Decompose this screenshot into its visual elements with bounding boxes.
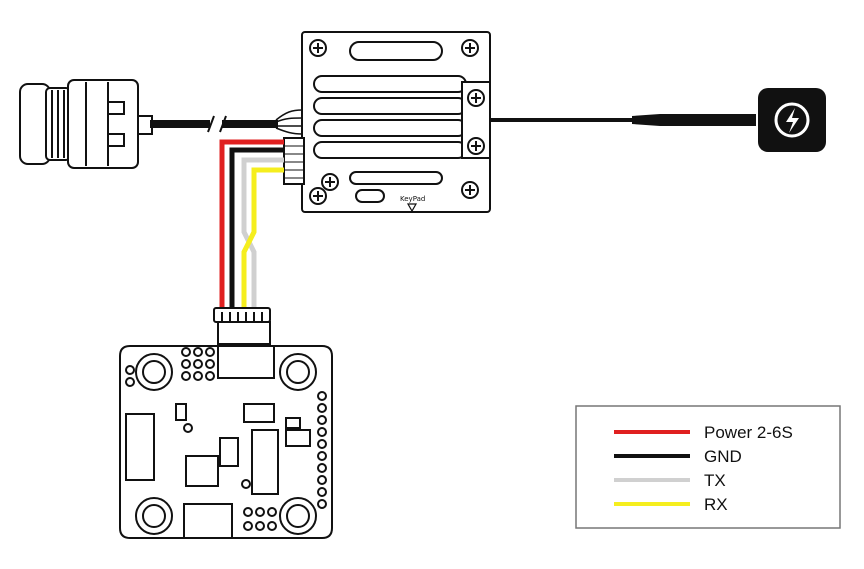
screw-icon [467,89,485,107]
vtx-screws [309,39,485,205]
camera-cable [150,109,303,135]
screw-icon [309,39,327,57]
screw-icon [309,187,327,205]
screw-icon [467,137,485,155]
flight-controller [119,345,333,539]
antenna [490,88,826,152]
legend: Power 2-6S GND TX RX [575,405,841,529]
legend-label-2: TX [704,471,726,490]
fpv-camera [19,79,153,169]
legend-label-0: Power 2-6S [704,423,793,442]
video-transmitter [283,31,491,213]
screw-icon [321,173,339,191]
screw-icon [461,39,479,57]
wire-gnd [229,147,284,308]
screw-icon [461,181,479,199]
wire-power [219,139,284,308]
legend-label-1: GND [704,447,742,466]
keypad-label: KeyPad [400,195,425,203]
legend-label-3: RX [704,495,728,514]
wire-rx [241,167,284,308]
keypad-arrow-icon [406,203,418,213]
antenna-logo-icon [774,102,810,138]
fc-connector [213,307,271,345]
wire-tx [241,157,284,308]
signal-wires [219,139,284,308]
